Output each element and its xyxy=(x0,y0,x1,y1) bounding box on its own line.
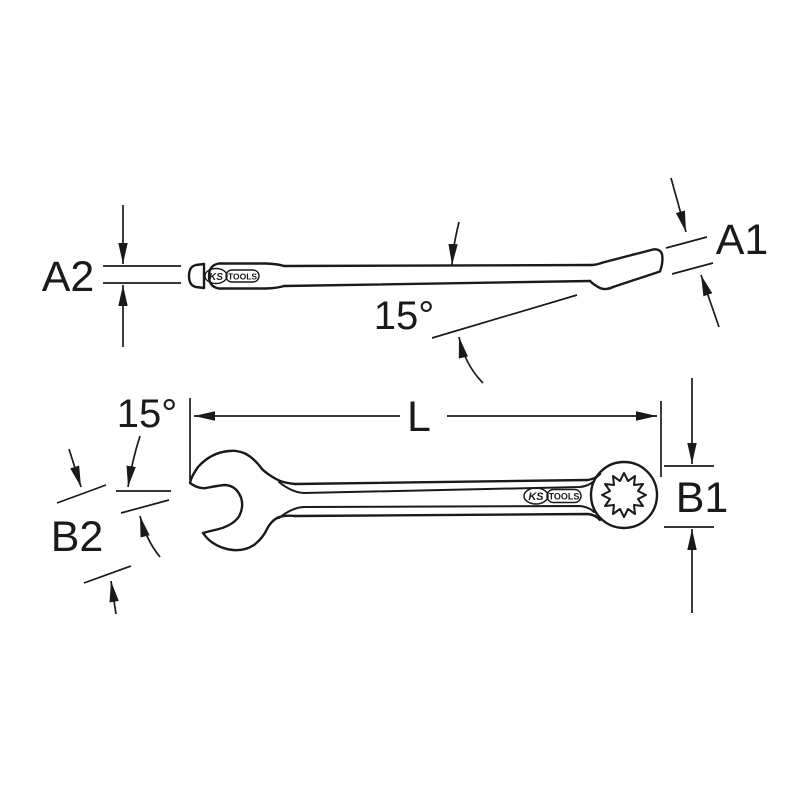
a1-extension-top xyxy=(665,236,708,249)
a1-label: A1 xyxy=(716,216,769,264)
ring-end-star-profile xyxy=(601,472,647,518)
handle-outer-bottom xyxy=(293,512,602,522)
logo-ks-text: KS xyxy=(209,272,223,283)
b2-extension-top xyxy=(56,484,107,504)
l-dimension: L xyxy=(189,393,662,480)
top-view: KS TOOLS L 15° B2 xyxy=(51,378,728,615)
logo-tools-text: TOOLS xyxy=(549,492,580,502)
side-view-logo: KS TOOLS xyxy=(204,267,260,285)
side-body-left-edge xyxy=(207,262,221,290)
b1-label: B1 xyxy=(676,474,729,522)
top-view-logo: KS TOOLS xyxy=(523,487,582,505)
handle-outer-top xyxy=(293,472,602,486)
logo-tools-box xyxy=(546,488,582,504)
side-ring-end-cap xyxy=(187,262,206,290)
a1-arrow-top xyxy=(670,177,687,233)
a2-dimension: A2 xyxy=(42,205,181,347)
logo-ks-text: KS xyxy=(528,491,544,503)
top-view-wrench-outline xyxy=(188,449,659,552)
handle-bevel-bottom xyxy=(278,505,595,519)
a1-extension-bottom xyxy=(671,262,714,275)
b1-dimension: B1 xyxy=(664,378,728,613)
b2-label: B2 xyxy=(51,513,104,561)
handle-bevel-top xyxy=(278,480,595,494)
l-label: L xyxy=(407,393,431,441)
angle-leader-arrow xyxy=(448,221,460,266)
top-angle-dimension: 15° xyxy=(116,392,178,558)
a2-label: A2 xyxy=(42,253,95,301)
logo-tools-text: TOOLS xyxy=(228,272,257,282)
side-view-wrench-outline xyxy=(187,248,664,291)
logo-ks-oval xyxy=(523,487,549,505)
ring-end-outer xyxy=(589,460,659,530)
side-body-bottom xyxy=(217,279,592,290)
side-view: KS TOOLS A2 15° A1 xyxy=(42,177,769,384)
angle-reference-line xyxy=(431,294,578,339)
angle-leader-arrow xyxy=(126,435,141,488)
angle-arc-arrow xyxy=(139,515,161,558)
b2-arrow-bottom xyxy=(109,580,119,615)
a1-arrow-bottom xyxy=(700,274,720,328)
logo-ks-oval xyxy=(204,267,228,285)
b2-dimension: B2 xyxy=(51,448,132,615)
top-angle-label: 15° xyxy=(117,392,178,436)
angle-arc-arrow xyxy=(458,336,484,384)
side-angle-dimension: 15° xyxy=(374,221,578,384)
side-body-top xyxy=(217,262,594,268)
open-end-head xyxy=(188,449,297,552)
a1-dimension: A1 xyxy=(665,177,769,328)
angle-reference-line xyxy=(120,499,170,514)
b2-extension-bottom xyxy=(83,565,132,584)
b2-arrow-top xyxy=(68,448,82,488)
side-angle-label: 15° xyxy=(374,294,435,338)
side-head xyxy=(588,248,664,291)
logo-tools-box xyxy=(225,269,260,283)
